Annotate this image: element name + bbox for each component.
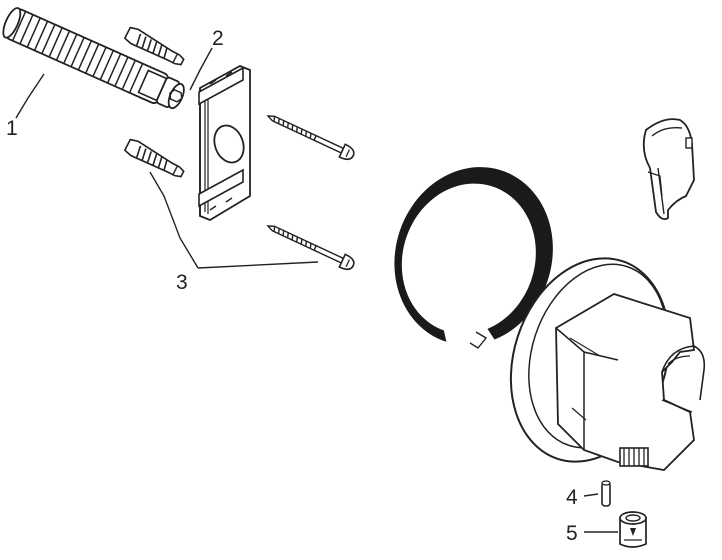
leader-line-3a [197, 261, 319, 269]
callout-label-2: 2 [212, 27, 224, 50]
leader-lines [15, 47, 618, 533]
callout-label-1: 1 [6, 117, 18, 140]
pin [601, 480, 611, 507]
check-valve [619, 511, 647, 548]
flexible-hose [2, 7, 185, 110]
leader-line-3b [149, 171, 199, 269]
wall-anchor-bottom [123, 136, 188, 181]
leader-line-1 [15, 73, 45, 119]
wall-outlet-holder [509, 257, 706, 471]
callout-label-4: 4 [566, 486, 578, 509]
leader-line-4 [583, 493, 599, 497]
holder-clip [642, 118, 695, 221]
callout-label-5: 5 [566, 522, 578, 545]
mounting-plate [198, 65, 251, 222]
screw-top [264, 108, 357, 163]
leader-line-2 [189, 47, 213, 91]
sealing-ring [394, 167, 553, 349]
callout-label-3: 3 [176, 271, 188, 294]
